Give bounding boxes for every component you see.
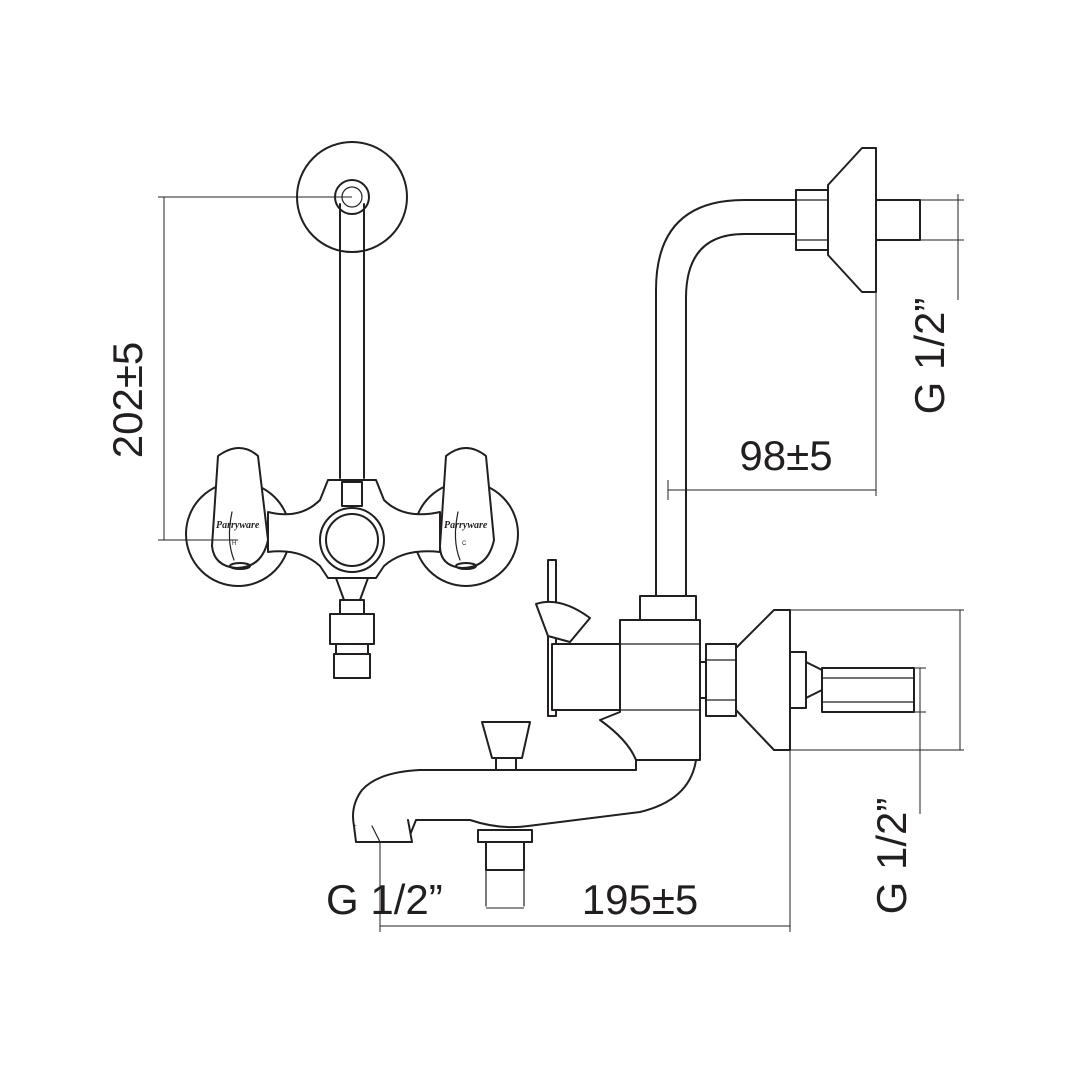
top-wall-flange [795, 147, 921, 293]
hose-outlet [477, 829, 533, 907]
left-handle-mark: H [232, 541, 236, 547]
spout-thread-label: G 1/2” [326, 876, 443, 923]
side-body [599, 619, 737, 761]
flange-height-dimension [790, 609, 964, 751]
offset-dimension: 98±5 [667, 292, 877, 500]
shower-arm-pipe [339, 203, 365, 479]
shower-arm-inner [685, 233, 797, 597]
diverter-ring [319, 507, 385, 573]
mixer-body [267, 479, 441, 579]
bottom-wall-flange [735, 609, 915, 751]
bottom-thread-dimension: G 1/2” [868, 667, 926, 915]
bath-spout [352, 759, 697, 843]
top-inlet-stub [875, 199, 921, 241]
right-handle-mark: C [462, 541, 467, 547]
diverter-knob [481, 721, 531, 771]
top-thread-label: G 1/2” [906, 298, 953, 415]
shower-arm-outer [655, 199, 797, 597]
top-thread-dimension: G 1/2” [906, 194, 964, 414]
right-handle-brand: Parryware [444, 520, 488, 531]
front-outlet [329, 577, 375, 679]
side-view: 98±5 G 1/2” G 1/2” G 1/2” [326, 147, 964, 932]
front-view: Parryware H Parryware C [104, 141, 519, 679]
diverter-collar [639, 595, 697, 621]
height-dimension: 202±5 [104, 196, 352, 541]
left-handle-brand: Parryware [216, 520, 260, 531]
right-handle: Parryware C [413, 447, 519, 587]
offset-dim-label: 98±5 [739, 432, 832, 479]
hex-nut [705, 643, 737, 717]
bottom-thread-label: G 1/2” [868, 798, 915, 915]
bottom-inlet-stub [821, 667, 915, 713]
projection-dimension: G 1/2” 195±5 [326, 750, 791, 932]
projection-dim-label: 195±5 [582, 876, 698, 923]
left-handle: Parryware H [185, 447, 291, 587]
side-lever [535, 559, 623, 717]
height-dim-label: 202±5 [104, 342, 151, 458]
